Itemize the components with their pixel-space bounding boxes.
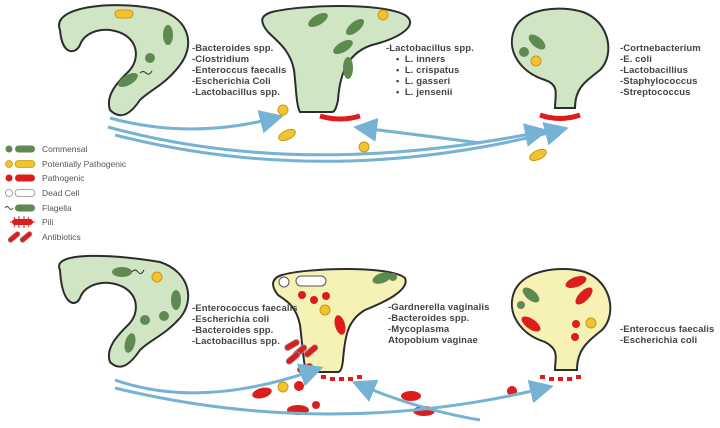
legend: Commensal Potentially Pathogenic Pathoge…: [4, 142, 126, 244]
pathogenic-icon: [5, 174, 35, 182]
bacteria-name: -Cortnebacterium: [620, 43, 701, 54]
bacteria-name: -Gardnerella vaginalis: [388, 302, 490, 313]
bacteria-name: -Escherichia coli: [192, 314, 270, 325]
healthy-vagina-barrier: [319, 113, 361, 122]
dysbiosis-vagina-bacteria-list: -Gardnerella vaginalis -Bacteroides spp.…: [388, 302, 489, 346]
legend-item-antibiotics: Antibiotics: [4, 230, 126, 245]
legend-label: Flagella: [42, 202, 72, 213]
commensal-icon: [5, 145, 35, 153]
flagella: [139, 70, 153, 75]
dysbiosis-bladder-organ: [510, 268, 612, 371]
dysbiosis-gut-bacteria-list: -Enterococcus faecalis -Escherichia coli…: [192, 303, 298, 347]
arrow: [351, 379, 481, 422]
bacteria-name: -Lactobacillus spp.: [192, 336, 280, 347]
commensal-bacterium: [118, 73, 138, 87]
commensal-bacterium: [163, 25, 173, 45]
arrow: [114, 122, 569, 163]
bacteria-name: -Enteroccus faecalis: [192, 65, 287, 76]
healthy-bladder-bacteria-list: -Cortnebacterium -E. coli -Lactobacilliu…: [620, 43, 701, 98]
dead-cell-icon: [5, 189, 36, 197]
legend-item-potentially-pathogenic: Potentially Pathogenic: [4, 157, 126, 172]
bacteria-name: -Bacteroides spp.: [192, 325, 274, 336]
bacteria-name: -Clostridium: [192, 54, 250, 65]
dysbiosis-bladder-bacteria-list: -Enteroccus faecalis -Escherichia coli: [620, 324, 714, 346]
potentially-pathogenic-icon: [5, 159, 36, 168]
bacteria-name: -Lactobacillus spp.: [192, 87, 280, 98]
legend-item-pathogenic: Pathogenic: [4, 171, 126, 186]
healthy-gut-organ: [58, 4, 190, 117]
arrow: [114, 379, 554, 416]
legend-label: Antibiotics: [42, 231, 81, 242]
bacteria-name: • L. inners: [396, 54, 446, 65]
arrow: [114, 363, 324, 395]
bacteria-name: -E. coli: [620, 54, 652, 65]
bacteria-name: -Bacteroides spp.: [192, 43, 274, 54]
healthy-gut-bacteria-list: -Bacteroides spp. -Clostridium -Enterocc…: [192, 43, 286, 98]
bacteria-name: -Enterococcus faecalis: [192, 303, 298, 314]
bacteria-name: Atopobium vaginae: [388, 335, 478, 346]
bacteria-name: -Escherichia coli: [620, 335, 698, 346]
dysbiosis-vagina-barrier: [321, 375, 362, 381]
legend-label: Commensal: [42, 144, 88, 155]
potentially-pathogenic-bacterium: [114, 9, 134, 19]
legend-item-dead-cell: Dead Cell: [4, 186, 126, 201]
commensal-bacterium: [145, 53, 155, 63]
bacteria-header: -Lactobacillus spp.: [386, 43, 474, 54]
bacteria-name: • L. jensenii: [396, 87, 453, 98]
bacteria-name: -Streptococcus: [620, 87, 691, 98]
legend-item-commensal: Commensal: [4, 142, 126, 157]
bacteria-name: -Bacteroides spp.: [388, 313, 470, 324]
legend-label: Pili: [42, 217, 54, 228]
healthy-bladder-barrier: [539, 112, 581, 121]
dysbiosis-bladder-barrier: [540, 375, 581, 381]
flagella-icon: [4, 204, 35, 212]
legend-label: Pathogenic: [42, 173, 85, 184]
legend-label: Potentially Pathogenic: [42, 158, 127, 169]
bacteria-name: -Escherichia Coli: [192, 76, 271, 87]
bacteria-name: -Enteroccus faecalis: [620, 324, 715, 335]
legend-item-flagella: Flagella: [4, 200, 126, 215]
legend-label: Dead Cell: [42, 188, 80, 199]
bacteria-name: -Mycoplasma: [388, 324, 450, 335]
healthy-vagina-bacteria-list: -Lactobacillus spp. • L. inners • L. cri…: [386, 43, 474, 98]
bacteria-name: -Lactobacillius: [620, 65, 689, 76]
bacteria-name: • L. crispatus: [396, 65, 460, 76]
healthy-vagina-organ: [261, 5, 412, 113]
bacteria-name: -Staphylococcus: [620, 76, 698, 87]
arrow: [109, 110, 284, 134]
pili-icon: [10, 216, 35, 229]
dysbiosis-gut-organ: [58, 254, 190, 368]
legend-item-pili: Pili: [4, 215, 126, 230]
arrow: [353, 117, 481, 145]
antibiotics-icon: [7, 231, 33, 243]
healthy-bladder-organ: [510, 7, 610, 109]
bacteria-name: • L. gasseri: [396, 76, 451, 87]
